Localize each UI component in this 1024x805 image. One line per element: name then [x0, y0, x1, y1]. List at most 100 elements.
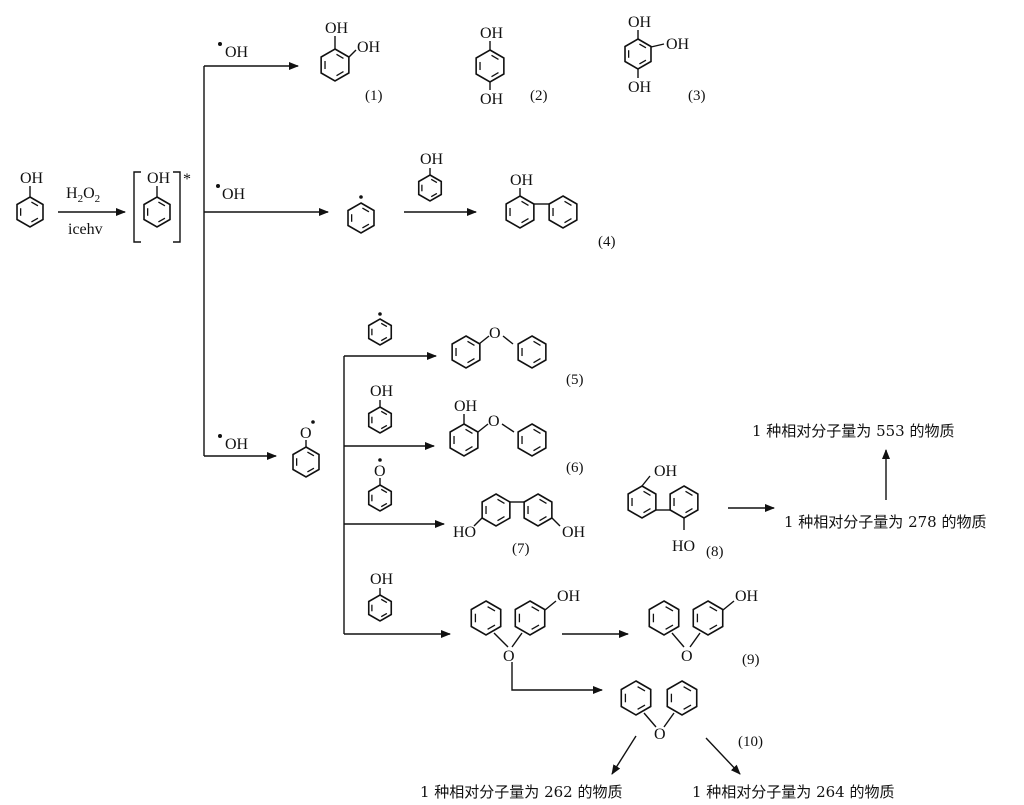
- phenol-reagent: OH: [417, 151, 444, 202]
- oh-label: OH: [562, 524, 586, 541]
- benzene-ring-icon: [548, 195, 578, 229]
- product-label-8: (8): [706, 544, 724, 560]
- radical-dot: [311, 420, 315, 424]
- mw553-text: 1 种相对分子量为 553 的物质: [752, 422, 954, 440]
- radical-oh-label: OH: [222, 186, 246, 203]
- benzene-ring-icon: [669, 485, 699, 519]
- benzene-ring-icon: [514, 600, 546, 636]
- arrow-to-mw262: [611, 735, 637, 775]
- benzene-ring-icon: [451, 335, 481, 369]
- o-label: O: [374, 463, 386, 480]
- benzene-ring-icon: [449, 423, 479, 457]
- benzene-ring-icon: [292, 446, 320, 478]
- oh-label: OH: [510, 172, 534, 189]
- oh-label: OH: [628, 14, 652, 31]
- arrow-to-mw264: [705, 737, 741, 775]
- oh-label: OH: [325, 20, 349, 37]
- product-label-6: (6): [566, 460, 584, 476]
- product-label-7: (7): [512, 541, 530, 557]
- oh-label: OH: [557, 588, 581, 605]
- benzene-ring-icon: [481, 493, 511, 527]
- phenyl-radical-reagent: [367, 312, 393, 346]
- dibenzofuranol: O OH: [470, 588, 581, 665]
- benzene-ring-icon: [347, 202, 375, 234]
- product-label-9: (9): [742, 652, 760, 668]
- radical-oh-label: OH: [225, 44, 249, 61]
- o-label: O: [300, 425, 312, 442]
- product-2-hydroquinone: OH OH (2): [475, 25, 548, 108]
- benzene-ring-icon: [666, 680, 698, 716]
- benzene-ring-icon: [417, 174, 443, 202]
- benzene-ring-icon: [475, 49, 505, 83]
- oh-label: OH: [735, 588, 759, 605]
- benzene-ring-icon: [143, 196, 171, 228]
- phenyl-radical: [347, 195, 375, 234]
- o-label: O: [654, 726, 666, 743]
- conditions-label: icehv: [68, 221, 103, 238]
- radical-oh-label: OH: [225, 436, 249, 453]
- oh-label: OH: [628, 79, 652, 96]
- benzene-ring-icon: [523, 493, 553, 527]
- benzene-ring-icon: [367, 484, 393, 512]
- oh-label: OH: [654, 463, 678, 480]
- o-label: O: [503, 648, 515, 665]
- phenol-start: OH: [16, 170, 44, 228]
- phenoxyl-reagent: O: [367, 458, 393, 512]
- o-label: O: [489, 325, 501, 342]
- product-5-diphenyl-ether: O (5): [451, 325, 584, 388]
- oh-label: OH: [370, 571, 394, 588]
- right-bracket: [173, 171, 181, 243]
- o-label: O: [681, 648, 693, 665]
- oh-label: OH: [480, 91, 504, 108]
- radical-dot: [378, 458, 382, 462]
- product-4-biphenylol: OH (4): [505, 172, 616, 250]
- arrow-to-10: [511, 662, 603, 694]
- mw264-text: 1 种相对分子量为 264 的物质: [692, 783, 894, 801]
- oh-label: OH: [480, 25, 504, 42]
- benzene-ring-icon: [367, 594, 393, 622]
- product-label-5: (5): [566, 372, 584, 388]
- product-1-catechol: OH OH (1): [320, 20, 383, 104]
- benzene-ring-icon: [648, 600, 680, 636]
- benzene-ring-icon: [320, 48, 350, 82]
- oh-label: OH: [454, 398, 478, 415]
- product-label-2: (2): [530, 88, 548, 104]
- benzene-ring-icon: [624, 38, 652, 70]
- benzene-ring-icon: [367, 318, 393, 346]
- radical-dot: [378, 312, 382, 316]
- product-label-3: (3): [688, 88, 706, 104]
- radical-dot: [359, 195, 363, 199]
- radical-dot: [216, 184, 220, 188]
- benzene-ring-icon: [367, 406, 393, 434]
- radical-dot: [218, 42, 222, 46]
- mw278-text: 1 种相对分子量为 278 的物质: [784, 513, 986, 531]
- oh-label: OH: [20, 170, 44, 187]
- phenol-reagent: OH: [367, 383, 394, 434]
- benzene-ring-icon: [470, 600, 502, 636]
- benzene-ring-icon: [517, 335, 547, 369]
- excited-phenol: OH *: [133, 170, 191, 243]
- product-label-10: (10): [738, 734, 763, 750]
- ho-label: HO: [453, 524, 476, 541]
- oh-label: OH: [147, 170, 171, 187]
- benzene-ring-icon: [517, 423, 547, 457]
- benzene-ring-icon: [627, 485, 657, 519]
- product-9-hydroxy-dihydrodibenzofuran: O OH (9): [648, 588, 760, 668]
- product-10-dibenzofuran: O (10): [620, 680, 763, 750]
- oh-label: OH: [357, 39, 381, 56]
- product-6-phenoxyphenol: OH O (6): [449, 398, 584, 476]
- o-label: O: [488, 413, 500, 430]
- product-8-biphenyldiol: OH HO (8): [627, 463, 724, 560]
- oh-label: OH: [666, 36, 690, 53]
- benzene-ring-icon: [16, 196, 44, 228]
- h2o2-label: H2O2: [66, 185, 100, 205]
- oh-label: OH: [370, 383, 394, 400]
- product-3-trihydroxybenzene: OH OH OH (3): [624, 14, 706, 104]
- benzene-ring-icon: [505, 195, 535, 229]
- benzene-ring-icon: [620, 680, 652, 716]
- benzene-ring-icon: [692, 600, 724, 636]
- phenoxyl-radical: O: [292, 420, 320, 478]
- product-label-1: (1): [365, 88, 383, 104]
